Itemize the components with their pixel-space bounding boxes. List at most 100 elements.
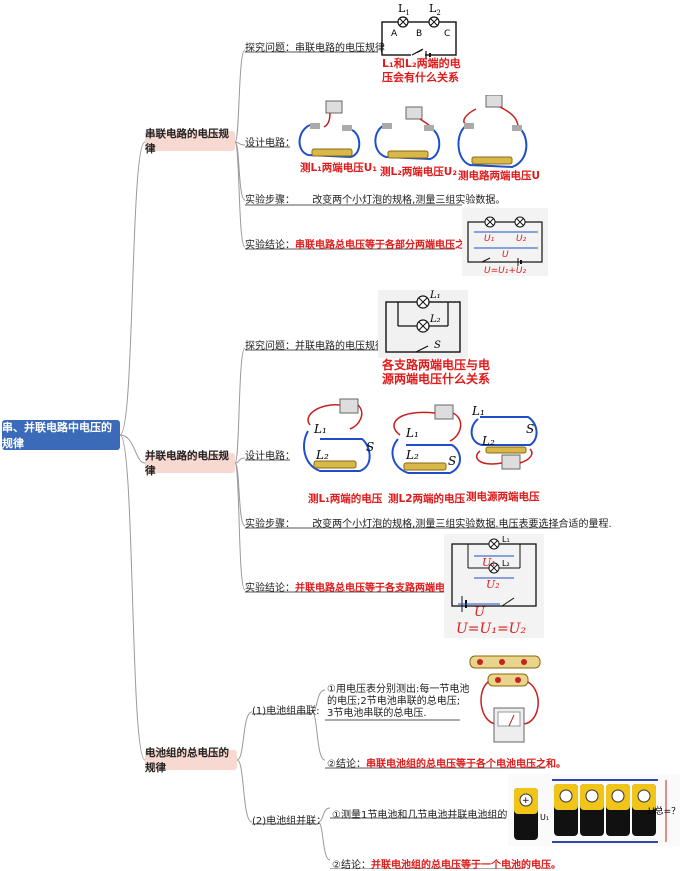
series-l1-label: L1	[398, 2, 410, 17]
parallel-concl-u1: U₁	[482, 556, 496, 569]
series-photo-caption-3: 测电路两端电压U	[458, 170, 541, 182]
series-concl-u: U	[502, 250, 509, 260]
parallel-concl-formula: U=U₁=U₂	[456, 621, 526, 637]
series-design-photos	[298, 95, 528, 169]
parallel-photo3-l1: L₁	[471, 404, 485, 418]
parallel-top-l1: L₁	[429, 290, 441, 301]
series-conclusion-prefix: 实验结论：	[245, 240, 295, 251]
series-photo-1	[298, 100, 361, 159]
battery-parallel-diagram: + U₁ U总=？	[508, 774, 680, 846]
series-steps-text: 改变两个小灯泡的规格,测量三组实验数据。	[312, 195, 506, 206]
parallel-photo2-l1: L₁	[405, 426, 419, 440]
series-photo-3	[457, 95, 528, 169]
parallel-steps-text: 改变两个小灯泡的规格,测量三组实验数据.电压表要选择合适的量程.	[312, 519, 612, 530]
battery-parallel-item1: ①测量1节电池和几节电池并联电池组的电压	[332, 810, 528, 821]
battery-u1-label: U₁	[540, 813, 549, 822]
parallel-conclusion-diagram: L₁ L₂ U₁ U₂ U U=U₁=U₂	[444, 534, 544, 638]
parallel-photo-caption-3: 测电源两端电压	[466, 491, 540, 503]
parallel-concl-u: U	[474, 605, 486, 620]
battery-series-item1-line2: 的电压;2节电池串联的总电压;	[327, 696, 461, 707]
battery-parallel-item2-prefix: ②结论：	[332, 860, 371, 871]
series-caption-line2: 压会有什么关系	[382, 71, 459, 84]
parallel-design: 设计电路：	[245, 447, 295, 462]
battery-series-photo	[469, 655, 541, 743]
parallel-conclusion-prefix: 实验结论：	[245, 583, 295, 594]
series-concl-u2: U₂	[516, 234, 527, 244]
series-point-c: C	[444, 29, 450, 39]
parallel-photo-caption-2: 测L2两端的电压	[388, 493, 465, 505]
parallel-design-prefix: 设计电路：	[245, 451, 295, 462]
parallel-question-caption: 各支路两端电压与电 源两端电压什么关系	[382, 358, 490, 386]
parallel-steps-prefix: 实验步骤：	[245, 519, 295, 530]
series-l2-label: L2	[429, 2, 441, 17]
branch-parallel-label: 并联电路的电压规律	[145, 450, 229, 477]
parallel-photo-2	[391, 404, 462, 474]
battery-parallel-label: (2)电池组并联：	[252, 816, 327, 827]
parallel-photo3-l2: L₂	[481, 434, 495, 448]
parallel-photo-l2: L₂	[315, 448, 329, 462]
series-design: 设计电路：	[245, 134, 295, 149]
branch-battery-label: 电池组的总电压的规律	[145, 747, 229, 774]
series-question: 探究问题：串联电路的电压规律	[245, 39, 385, 54]
parallel-photo3-s: S	[526, 422, 534, 436]
parallel-question-prefix: 探究问题：	[245, 341, 295, 352]
battery-parallel-item2: ②结论：并联电池组的总电压等于一个电池的电压。	[332, 856, 561, 871]
battery-series-item1: ①用电压表分别测出:每一节电池 的电压;2节电池串联的总电压; 3节电池串联的总…	[327, 684, 469, 720]
branch-battery-voltage[interactable]: 电池组的总电压的规律	[145, 747, 237, 774]
parallel-top-s: S	[434, 340, 441, 351]
battery-cells: +	[514, 779, 667, 843]
parallel-photo-3	[470, 416, 538, 470]
battery-series-item2-prefix: ②结论：	[327, 759, 366, 770]
series-circuit-diagram: L1 L2 A B C	[381, 2, 457, 59]
parallel-photo-s: S	[366, 440, 374, 454]
parallel-circuit-diagram: L₁ L₂ S	[378, 290, 468, 358]
battery-parallel-item2-text: 并联电池组的总电压等于一个电池的电压。	[370, 860, 561, 871]
parallel-photo-caption-1: 测L₁两端的电压	[308, 493, 383, 505]
parallel-concl-l1: L₁	[502, 535, 510, 544]
battery-series-item2: ②结论：串联电池组的总电压等于各个电池电压之和。	[327, 755, 566, 770]
series-point-a: A	[391, 29, 398, 39]
parallel-concl-l2: L₂	[502, 559, 510, 568]
series-conclusion-text: 串联电路总电压等于各部分两端电压之和。	[295, 240, 485, 251]
root-label: 串、并联电路中电压的规律	[2, 421, 112, 450]
battery-series-item2-text: 串联电池组的总电压等于各个电池电压之和。	[365, 759, 566, 770]
parallel-design-photos: L₁ L₂ S L₁ L₂ S L₁ L₂ S	[303, 398, 538, 474]
branch-series-voltage[interactable]: 串联电路的电压规律	[145, 128, 235, 155]
series-conclusion: 实验结论：串联电路总电压等于各部分两端电压之和。	[245, 236, 485, 251]
branch-parallel-voltage[interactable]: 并联电路的电压规律	[145, 450, 235, 477]
parallel-concl-u2: U₂	[486, 578, 500, 591]
parallel-top-l2: L₂	[429, 314, 441, 325]
parallel-caption-line1: 各支路两端电压与电	[382, 358, 491, 372]
parallel-photo-1	[303, 398, 371, 472]
series-concl-formula: U=U₁+U₂	[484, 266, 526, 276]
series-photo-caption-1: 测L₁两端电压U₁	[300, 162, 377, 174]
series-photo-caption-2: 测L₂两端电压U₂	[380, 166, 457, 178]
branch-series-label: 串联电路的电压规律	[145, 128, 229, 155]
series-steps: 实验步骤： 改变两个小灯泡的规格,测量三组实验数据。	[245, 191, 505, 206]
series-concl-u1: U₁	[484, 234, 495, 244]
parallel-conclusion: 实验结论：并联电路总电压等于各支路两端电压。	[245, 579, 465, 594]
parallel-conclusion-text: 并联电路总电压等于各支路两端电压。	[295, 583, 465, 594]
parallel-caption-line2: 源两端电压什么关系	[382, 372, 491, 386]
parallel-photo-l1: L₁	[313, 422, 327, 436]
series-photo-2	[374, 106, 441, 161]
battery-series-item1-line1: ①用电压表分别测出:每一节电池	[327, 684, 470, 695]
series-steps-prefix: 实验步骤：	[245, 195, 295, 206]
battery-series-label: (1)电池组串联:	[252, 706, 320, 717]
parallel-question-text: 并联电路的电压规律	[295, 341, 385, 352]
battery-total-label: U总=？	[648, 805, 680, 817]
parallel-photo2-s: S	[448, 454, 456, 468]
parallel-question: 探究问题：并联电路的电压规律	[245, 337, 385, 352]
series-conclusion-diagram: U₁ U₂ U U=U₁+U₂	[462, 208, 548, 276]
series-question-prefix: 探究问题：	[245, 43, 295, 54]
parallel-steps: 实验步骤： 改变两个小灯泡的规格,测量三组实验数据.电压表要选择合适的量程.	[245, 515, 612, 530]
battery-series-item1-line3: 3节电池串联的总电压.	[327, 708, 427, 719]
series-question-caption: L₁和L₂两端的电 压会有什么关系	[382, 57, 461, 85]
series-caption-line1: L₁和L₂两端的电	[382, 57, 461, 70]
parallel-photo2-l2: L₂	[405, 448, 419, 462]
series-design-prefix: 设计电路：	[245, 138, 295, 149]
root-node[interactable]: 串、并联电路中电压的规律	[2, 420, 120, 450]
series-question-text: 串联电路的电压规律	[295, 43, 385, 54]
series-point-b: B	[416, 29, 422, 39]
